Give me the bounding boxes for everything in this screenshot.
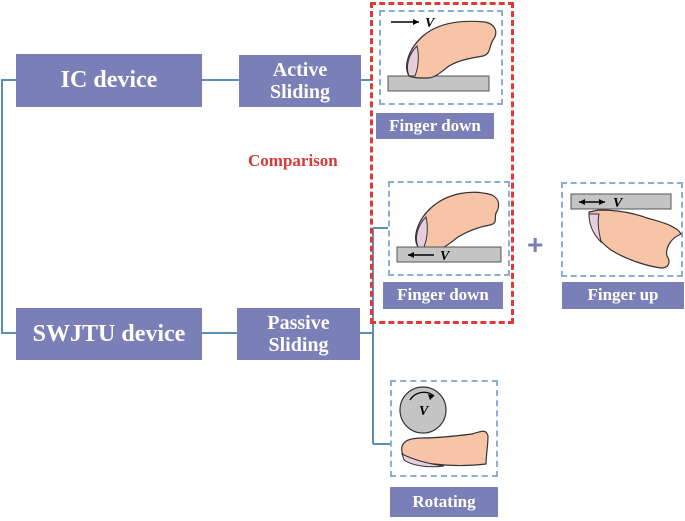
finger-up-image-frame xyxy=(561,182,683,277)
passive-finger-image-frame xyxy=(388,181,510,276)
fingernail-shape xyxy=(415,216,428,248)
active-sliding-box: Active Sliding xyxy=(239,55,361,107)
rotating-illustration: V xyxy=(399,386,489,468)
rotation-arrow-line xyxy=(409,391,435,401)
velocity-arrow-head-left xyxy=(579,199,585,205)
finger-shape xyxy=(588,209,682,269)
finger-down-active-label: Finger down xyxy=(389,115,481,135)
plus-sign: + xyxy=(527,229,544,260)
finger-shape xyxy=(406,20,497,79)
active-finger-illustration: V xyxy=(387,16,497,92)
active-label-line1: Active xyxy=(272,59,328,81)
rotation-arrow-head xyxy=(428,394,434,400)
finger-down-passive-label-box: Finger down xyxy=(383,282,503,309)
finger-down-active-label-box: Finger down xyxy=(376,113,494,139)
finger-shape xyxy=(415,191,500,250)
velocity-symbol: V xyxy=(419,404,430,419)
rotating-label-box: Rotating xyxy=(390,487,498,517)
passive-label-line1: Passive xyxy=(267,312,330,334)
plate-shape xyxy=(387,75,490,92)
comparison-label: Comparison xyxy=(248,151,338,170)
active-finger-image-frame xyxy=(379,10,503,105)
comparison-frame xyxy=(370,2,514,324)
velocity-symbol: V xyxy=(425,16,436,31)
fingernail-shape xyxy=(401,453,445,468)
rotating-label: Rotating xyxy=(412,491,476,511)
finger-up-illustration: V xyxy=(570,193,682,269)
passive-finger-illustration: V xyxy=(396,191,502,264)
passive-label-line2: Sliding xyxy=(268,334,329,356)
velocity-symbol: V xyxy=(613,196,624,211)
finger-up-label: Finger up xyxy=(587,285,659,305)
active-label-line2: Sliding xyxy=(269,81,331,103)
fingernail-shape xyxy=(588,213,602,244)
ic-device-box: IC device xyxy=(16,54,202,107)
plate-shape xyxy=(396,246,502,263)
velocity-arrow-head-right xyxy=(599,199,605,205)
fingernail-shape xyxy=(406,45,419,77)
finger-down-passive-label: Finger down xyxy=(397,285,489,305)
velocity-arrow-head xyxy=(408,252,414,258)
rotating-image-frame xyxy=(390,380,498,477)
plate-shape xyxy=(570,193,672,210)
passive-sliding-box: Passive Sliding xyxy=(237,308,360,360)
velocity-arrow-head xyxy=(413,19,419,25)
ic-device-label: IC device xyxy=(60,67,158,94)
left-bracket-line xyxy=(1,79,16,334)
velocity-symbol: V xyxy=(440,249,451,264)
swjtu-device-box: SWJTU device xyxy=(16,308,202,360)
finger-up-label-box: Finger up xyxy=(562,282,684,309)
swjtu-device-label: SWJTU device xyxy=(32,320,186,347)
